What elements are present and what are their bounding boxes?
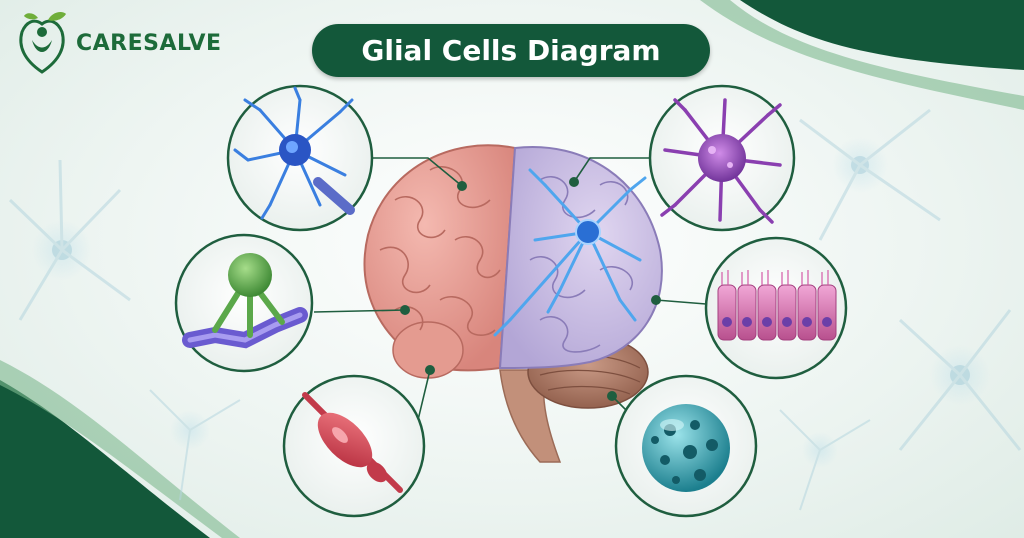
satellite-cell-icon — [642, 404, 730, 492]
brand-logo[interactable]: CARESALVE — [14, 10, 222, 76]
brand-name: CARESALVE — [76, 31, 222, 56]
connector-ependymal — [656, 300, 706, 304]
leaf-person-icon — [14, 10, 70, 76]
schwann-cell-node[interactable] — [284, 376, 424, 516]
oligodendrocyte-node[interactable] — [176, 235, 312, 371]
satellite-cell-node[interactable] — [616, 376, 756, 516]
ependymal-cells-node[interactable] — [706, 238, 846, 378]
diagram-title: Glial Cells Diagram — [361, 34, 660, 67]
microglia-node[interactable] — [650, 86, 794, 230]
title-banner: Glial Cells Diagram — [312, 24, 710, 77]
corner-wave-bottom-left — [0, 380, 210, 538]
astrocyte-node[interactable] — [228, 86, 372, 230]
